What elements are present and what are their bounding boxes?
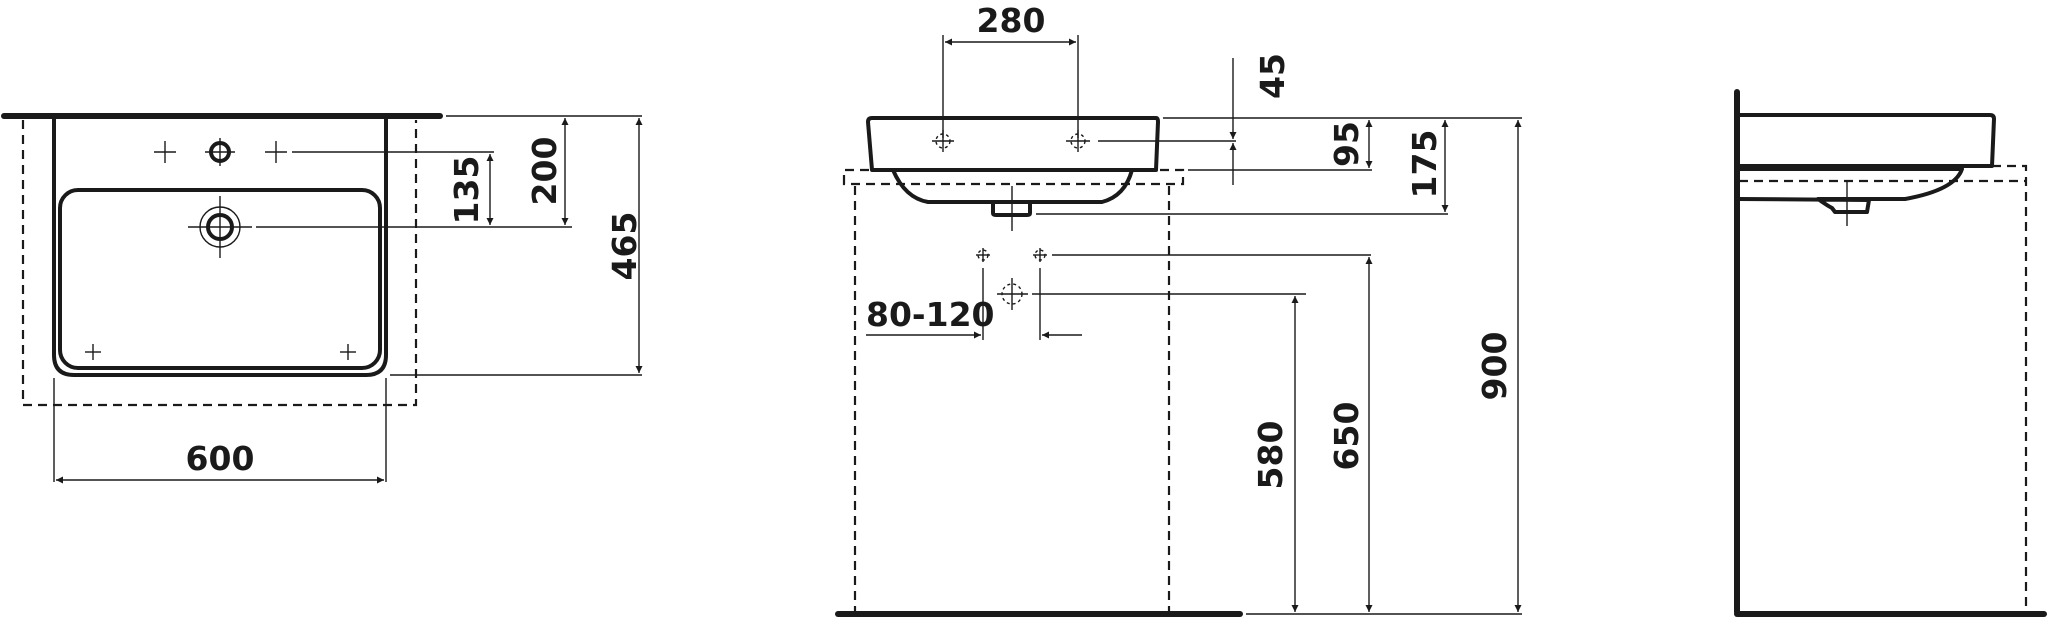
- dim-label-200: 200: [525, 137, 564, 206]
- vanity-outline-dashed: [21, 120, 418, 407]
- dim-label-580: 580: [1251, 421, 1290, 490]
- front-view: 280 80-120 45 95 175 580: [835, 1, 1522, 617]
- dim-label-175: 175: [1405, 130, 1444, 199]
- basin-outline: [52, 118, 388, 377]
- bowl-side-outline: [1738, 167, 1964, 214]
- basin-front-outline: [866, 116, 1160, 172]
- bowl-outline: [58, 188, 382, 370]
- basin-side-outline: [1739, 113, 1996, 168]
- dim-label-900: 900: [1475, 332, 1514, 401]
- dim-label-45: 45: [1253, 53, 1292, 99]
- side-view: [1734, 89, 2047, 617]
- dim-label-135: 135: [447, 156, 486, 225]
- drain-point-icon: [997, 278, 1028, 310]
- dim-label-280: 280: [977, 1, 1046, 40]
- dim-label-650: 650: [1327, 402, 1366, 471]
- dim-label-80-120: 80-120: [866, 295, 995, 334]
- vanity-side-dashed: [1739, 164, 2028, 612]
- cross-marker-icon: [85, 141, 356, 360]
- supply-point-icon: [976, 248, 1047, 262]
- dim-label-465: 465: [605, 212, 644, 281]
- dim-label-95: 95: [1327, 121, 1366, 167]
- dim-label-600: 600: [186, 439, 255, 478]
- countertop-dashed: [842, 168, 1185, 186]
- vanity-sides-dashed: [853, 186, 1171, 612]
- top-view: 135 200 465 600: [1, 113, 644, 484]
- tap-hole-icon: [932, 130, 1090, 152]
- drain-icon: [188, 196, 252, 258]
